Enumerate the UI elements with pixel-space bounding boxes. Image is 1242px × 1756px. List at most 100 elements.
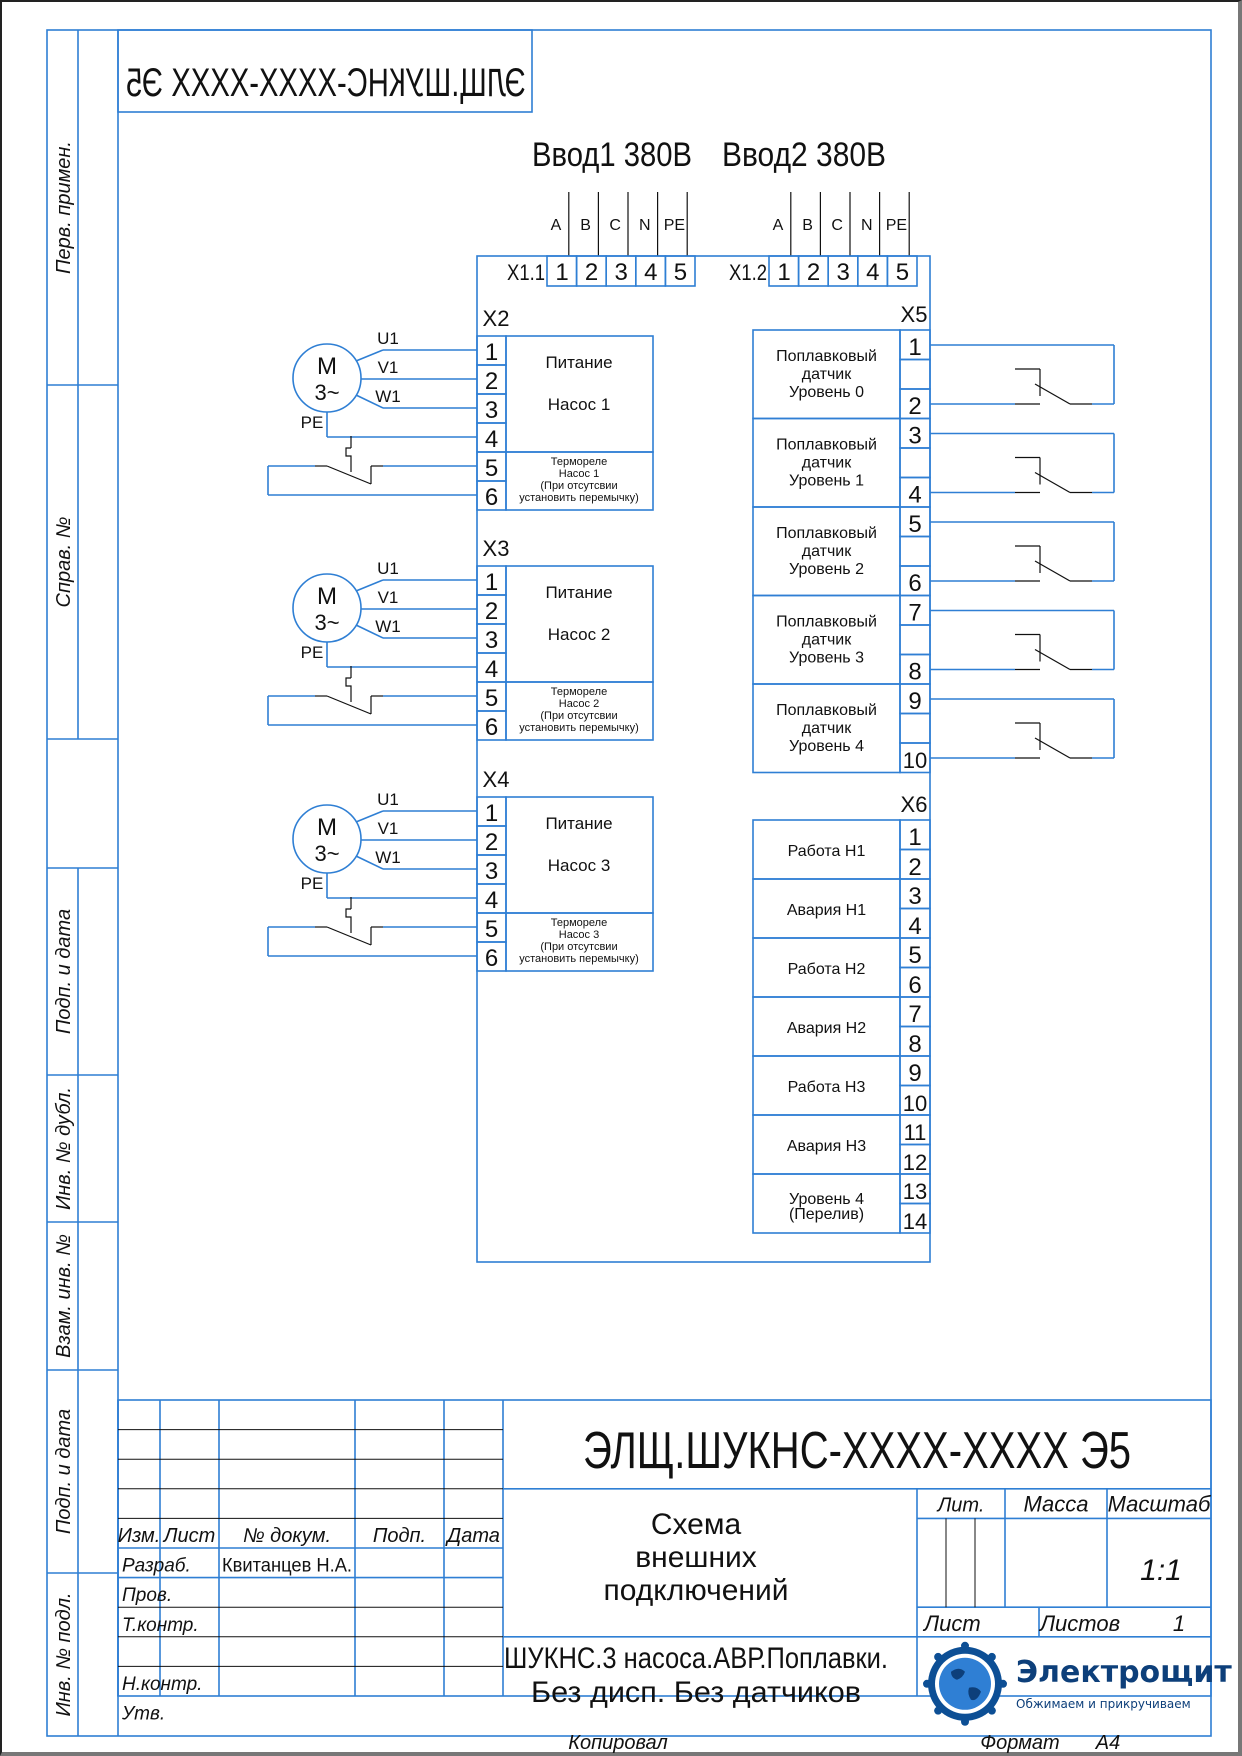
terminal-number: 4 bbox=[908, 913, 921, 940]
x1-1-phase-label: A bbox=[551, 217, 562, 234]
pump-label: Насос 2 bbox=[548, 625, 611, 644]
terminal-number: 1 bbox=[485, 339, 498, 366]
relay-label: (При отсутсвии bbox=[540, 710, 617, 722]
x1-1-terminal-number: 5 bbox=[674, 259, 687, 286]
wire-label: V1 bbox=[378, 588, 399, 607]
motor-phase-symbol: 3~ bbox=[314, 380, 339, 405]
scale-label: Масштаб bbox=[1108, 1491, 1212, 1516]
terminal-number: 5 bbox=[908, 942, 921, 969]
terminal-number: 4 bbox=[485, 656, 498, 683]
thermal-relay-icon bbox=[345, 677, 352, 702]
product-name: ШУКНС.3 насоса.АВР.Поплавки. bbox=[504, 1642, 888, 1675]
signal-label: Работа Н3 bbox=[788, 1079, 866, 1096]
x1-2-phase-label: PE bbox=[886, 217, 907, 234]
drawing-frame bbox=[46, 29, 1212, 1737]
sheets-label: Листов bbox=[1038, 1611, 1120, 1636]
document-code: ЭЛЩ.ШУКНС-XXXX-XXXX Э5 bbox=[583, 1422, 1131, 1480]
motor-wire-u1 bbox=[355, 810, 384, 823]
terminal-number: 9 bbox=[908, 1060, 921, 1087]
column-header: № докум. bbox=[243, 1525, 331, 1547]
logo-bolt bbox=[987, 1706, 996, 1715]
terminal-number: 7 bbox=[908, 600, 921, 627]
role-label: Разраб. bbox=[122, 1556, 191, 1577]
sensor-label: Уровень 4 bbox=[789, 738, 864, 755]
relay-label: установить перемычку) bbox=[519, 953, 639, 965]
power-label: Питание bbox=[545, 814, 612, 833]
role-label: Пров. bbox=[122, 1585, 172, 1606]
motor-wire-u1 bbox=[355, 349, 384, 362]
relay-label: (При отсутсвии bbox=[540, 480, 617, 492]
logo-bolt bbox=[999, 1679, 1007, 1688]
copied-label: Копировал bbox=[568, 1732, 667, 1754]
motor-symbol: M bbox=[317, 353, 337, 380]
logo-bolt bbox=[987, 1652, 996, 1661]
document-title: Схема bbox=[651, 1508, 742, 1541]
terminal-number: 11 bbox=[904, 1120, 927, 1145]
relay-box bbox=[505, 451, 654, 511]
x1-1-terminal-number: 2 bbox=[585, 259, 598, 286]
sensor-label: датчик bbox=[802, 543, 852, 560]
relay-box bbox=[505, 681, 654, 741]
main-enclosure bbox=[476, 255, 931, 1263]
relay-box bbox=[505, 912, 654, 972]
x1-2-terminal-number: 5 bbox=[896, 259, 909, 286]
x1-1-phase-label: B bbox=[580, 217, 591, 234]
pump-label: Насос 3 bbox=[548, 856, 611, 875]
terminal-number: 12 bbox=[903, 1150, 927, 1175]
terminal-number: 2 bbox=[485, 598, 498, 625]
terminal-number: 4 bbox=[485, 887, 498, 914]
sensor-label: датчик bbox=[802, 455, 852, 472]
x1-2-terminal-number: 3 bbox=[837, 259, 850, 286]
wire-label: U1 bbox=[377, 790, 399, 809]
wire-label: W1 bbox=[375, 387, 401, 406]
sensor-label: Поплавковый bbox=[776, 614, 877, 631]
terminal-number: 2 bbox=[908, 393, 921, 420]
wire-label: U1 bbox=[377, 329, 399, 348]
terminal-number: 2 bbox=[908, 854, 921, 881]
side-strip-label: Инв. № подл. bbox=[53, 1592, 75, 1716]
side-strip-label: Перв. примен. bbox=[53, 141, 75, 274]
pe-label: PE bbox=[301, 413, 324, 432]
terminal-number: 1 bbox=[908, 824, 921, 851]
sheet-label: Лист bbox=[922, 1611, 981, 1636]
power-label: Питание bbox=[545, 353, 612, 372]
format-value: А4 bbox=[1095, 1732, 1120, 1754]
x1-2-terminal-number: 1 bbox=[777, 259, 790, 286]
x1-2-phase-label: A bbox=[773, 217, 784, 234]
sensor-label: датчик bbox=[802, 632, 852, 649]
terminal-number: 10 bbox=[903, 748, 927, 773]
x1-1-label: X1.1 bbox=[507, 260, 545, 285]
terminal-cell bbox=[899, 712, 931, 744]
x1-1-terminal-number: 3 bbox=[615, 259, 628, 286]
terminal-number: 3 bbox=[908, 423, 921, 450]
sensor-label: Поплавковый bbox=[776, 437, 877, 454]
sensor-label: Уровень 2 bbox=[789, 561, 864, 578]
motor-wire-w1 bbox=[355, 624, 384, 639]
terminal-number: 6 bbox=[908, 570, 921, 597]
pe-label: PE bbox=[301, 643, 324, 662]
developer-name: Квитанцев Н.А. bbox=[222, 1556, 352, 1577]
x6-label: X6 bbox=[901, 792, 928, 817]
wire-label: V1 bbox=[378, 358, 399, 377]
role-label: Н.контр. bbox=[122, 1674, 202, 1695]
globe-continents bbox=[951, 1668, 981, 1701]
relay-label: Термореле bbox=[551, 456, 607, 468]
x1-1-phase-label: C bbox=[609, 217, 621, 234]
terminal-number: 7 bbox=[908, 1001, 921, 1028]
mirrored-stamp: ЭЛЩ.ШУКНС-XXXX-XXXX Э5 bbox=[126, 61, 526, 105]
role-label: Утв. bbox=[121, 1704, 165, 1725]
terminal-cell bbox=[899, 447, 931, 479]
input2-title: Ввод2 380В bbox=[722, 136, 886, 174]
relay-label: Насос 3 bbox=[559, 929, 599, 941]
terminal-number: 2 bbox=[485, 368, 498, 395]
signal-label: Авария Н3 bbox=[787, 1138, 866, 1155]
motor-wire-w1 bbox=[355, 855, 384, 870]
